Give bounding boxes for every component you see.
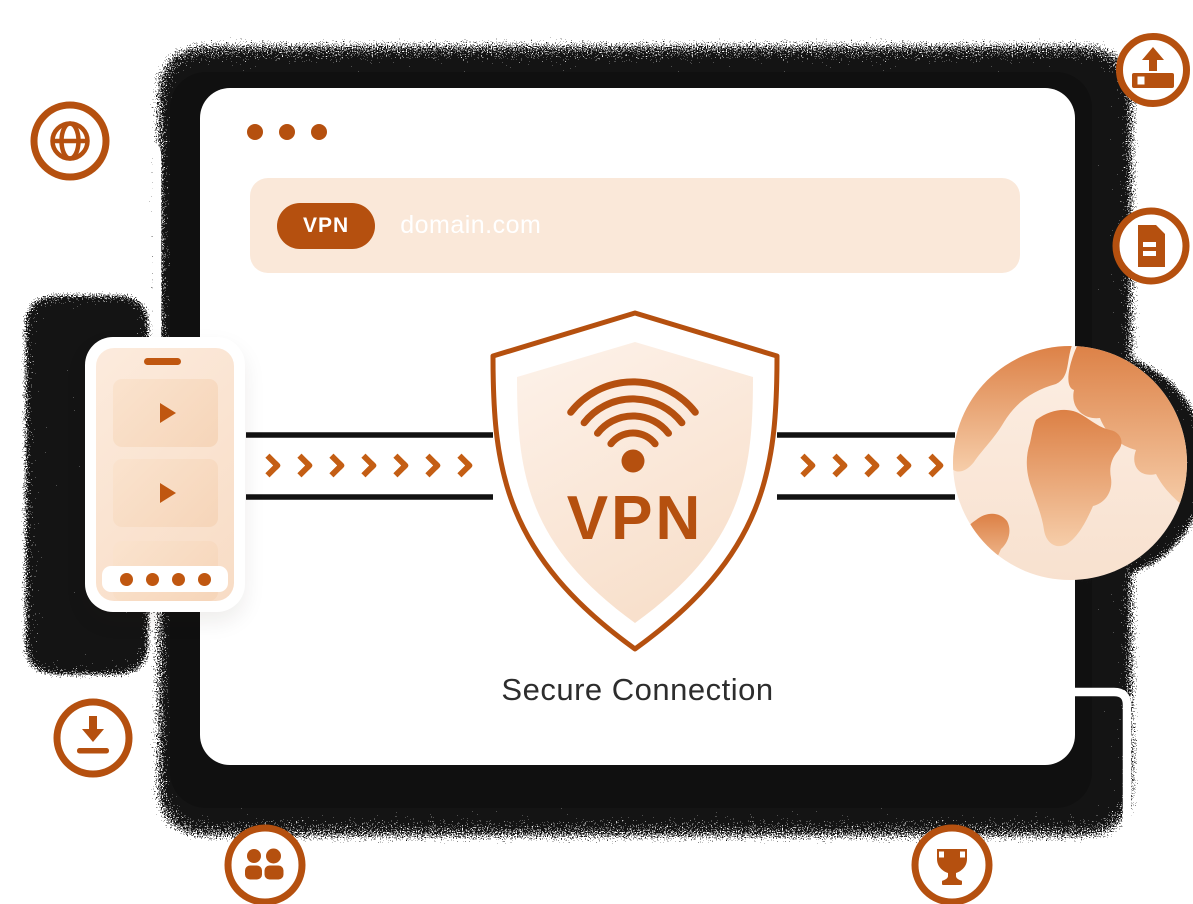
chevron-arrow [920, 453, 945, 478]
phone-speaker-bar [144, 358, 181, 365]
dot [311, 124, 327, 140]
phone-nav-bar [102, 566, 228, 592]
dot [145, 572, 159, 586]
trophy-icon [911, 824, 993, 904]
video-card [113, 379, 218, 447]
address-bar: VPN domain.com [250, 178, 1020, 273]
mobile-device [85, 337, 245, 612]
dot [279, 124, 295, 140]
video-card [113, 459, 218, 527]
play-icon [160, 483, 176, 503]
users-icon [224, 824, 306, 904]
chevron-arrow [417, 453, 442, 478]
chevron-arrow [888, 453, 913, 478]
document-icon [1112, 207, 1190, 285]
browser-window: VPN domain.com Secure Connection [200, 88, 1075, 765]
chevron-arrow [353, 453, 378, 478]
chevron-arrow [385, 453, 410, 478]
globe-icon [30, 101, 110, 181]
chevron-arrows-left [257, 453, 474, 478]
window-control-dots [247, 124, 327, 140]
download-icon [53, 698, 133, 778]
connector-bottom-left [88, 774, 228, 871]
chevron-arrow [257, 453, 282, 478]
phone-screen [96, 348, 234, 601]
chevron-arrow [289, 453, 314, 478]
dot [171, 572, 185, 586]
chevron-arrow [856, 453, 881, 478]
play-icon [160, 403, 176, 423]
vpn-badge: VPN [277, 202, 376, 249]
dot [247, 124, 263, 140]
chevron-arrow [321, 453, 346, 478]
chevron-arrows-right [792, 453, 945, 478]
chevron-arrow [449, 453, 474, 478]
dot [119, 572, 133, 586]
secure-connection-caption: Secure Connection [501, 672, 774, 707]
dot [197, 572, 211, 586]
chevron-arrow [792, 453, 817, 478]
upload-drive-icon [1116, 33, 1190, 107]
chevron-arrow [824, 453, 849, 478]
url-text: domain.com [400, 211, 542, 239]
